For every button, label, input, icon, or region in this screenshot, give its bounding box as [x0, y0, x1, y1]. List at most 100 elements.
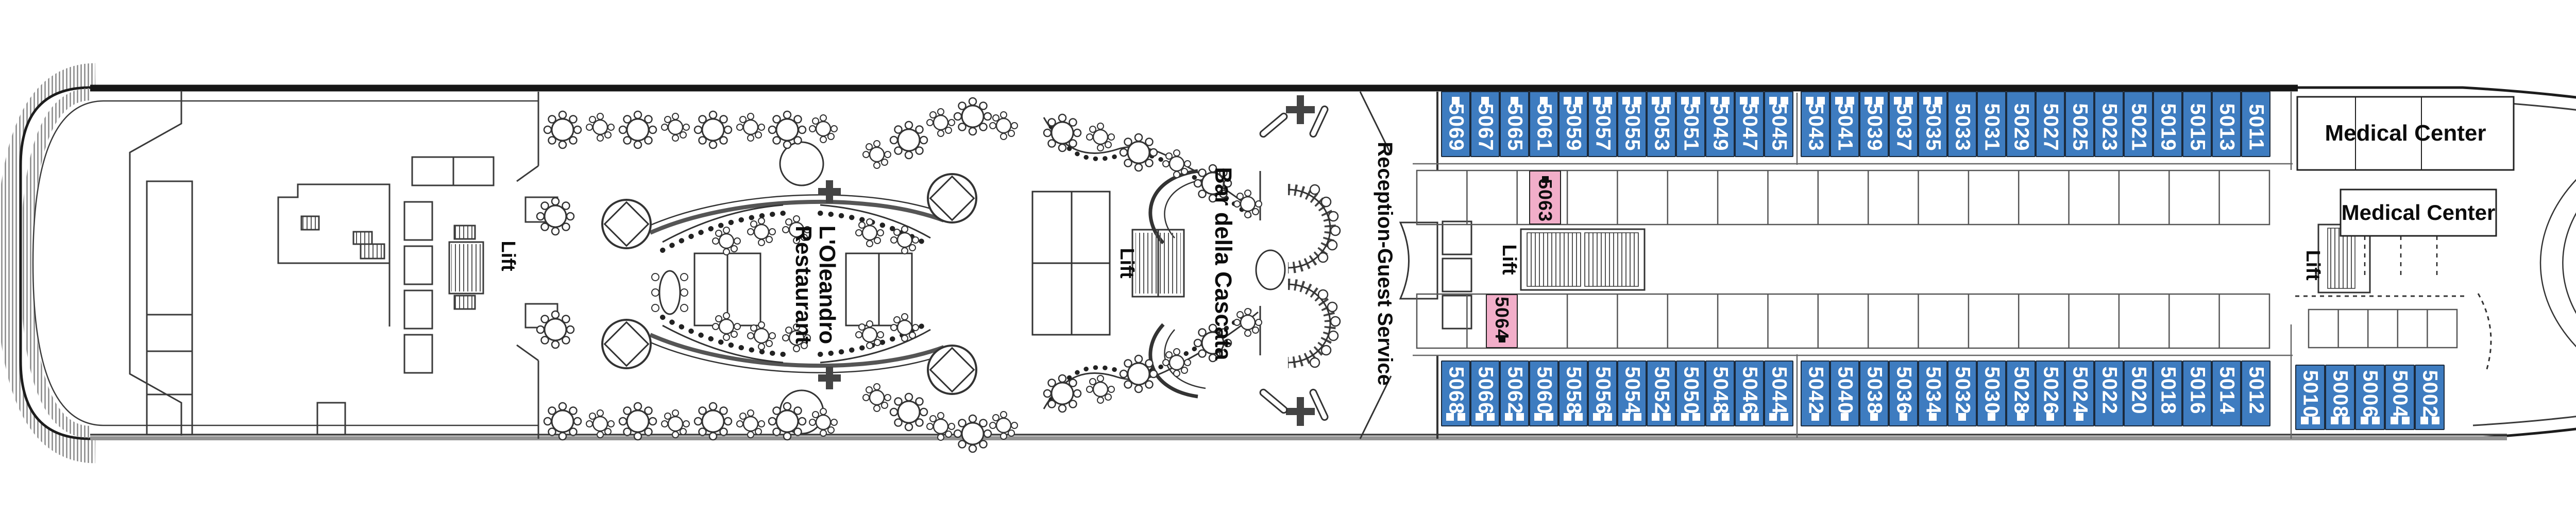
- cabin-5030[interactable]: 5030: [1977, 360, 2006, 426]
- lift-label-forward: Lift: [2301, 250, 2324, 281]
- cabin-5034[interactable]: 5034: [1918, 360, 1947, 426]
- cabin-5018[interactable]: 5018: [2153, 360, 2182, 426]
- cabin-5056[interactable]: 5056: [1588, 360, 1617, 426]
- medical-center-label-2: Medical Center: [2341, 200, 2496, 225]
- cabin-5025[interactable]: 5025: [2065, 91, 2094, 157]
- lift-label-midship: Lift: [1498, 244, 1520, 275]
- theatre-seating-arcs: [2539, 179, 2576, 348]
- cabin-number: 5013: [2215, 103, 2238, 151]
- cabin-5028[interactable]: 5028: [2006, 360, 2036, 426]
- restaurant-label-line1: L'Oleandro: [815, 225, 840, 345]
- cabin-5049[interactable]: 5049: [1705, 91, 1735, 157]
- cross-tables: [818, 180, 841, 389]
- berth-icons: [1919, 97, 1946, 105]
- cabin-5019[interactable]: 5019: [2153, 91, 2182, 157]
- cabin-5006[interactable]: 5006: [2355, 365, 2385, 430]
- cabin-5043[interactable]: 5043: [1801, 91, 1830, 157]
- berth-icons: [1978, 413, 2005, 421]
- cabin-5012[interactable]: 5012: [2241, 360, 2270, 426]
- cabin-5023[interactable]: 5023: [2094, 91, 2124, 157]
- cabin-number: 5025: [2069, 103, 2091, 151]
- cabin-5065[interactable]: 5065: [1500, 91, 1529, 157]
- cabin-5026[interactable]: 5026: [2036, 360, 2065, 426]
- berth-icons: [1765, 413, 1792, 421]
- cabin-5046[interactable]: 5046: [1735, 360, 1764, 426]
- cabin-5069[interactable]: 5069: [1441, 91, 1470, 157]
- cabin-number: 5018: [2157, 366, 2179, 415]
- stern-rooms: [129, 91, 558, 439]
- berth-icons: [1919, 413, 1946, 421]
- cabin-5014[interactable]: 5014: [2212, 360, 2241, 426]
- cabin-5021[interactable]: 5021: [2124, 91, 2153, 157]
- cabin-5068[interactable]: 5068: [1441, 360, 1470, 426]
- cabin-number: 5038: [1863, 366, 1886, 415]
- cabin-5002[interactable]: 5002: [2415, 365, 2445, 430]
- berth-icons: [1890, 97, 1917, 105]
- cabin-5047[interactable]: 5047: [1735, 91, 1764, 157]
- cabin-5057[interactable]: 5057: [1588, 91, 1617, 157]
- cabin-number: 5015: [2186, 103, 2209, 151]
- cabin-5067[interactable]: 5067: [1470, 91, 1500, 157]
- cabin-5036[interactable]: 5036: [1889, 360, 1918, 426]
- berth-icons: [1501, 413, 1528, 421]
- cabin-5038[interactable]: 5038: [1859, 360, 1889, 426]
- cabin-5016[interactable]: 5016: [2182, 360, 2212, 426]
- cabin-5015[interactable]: 5015: [2182, 91, 2212, 157]
- berth-icons: [1589, 97, 1616, 105]
- cabin-5022[interactable]: 5022: [2094, 360, 2124, 426]
- midship-stairs: [1520, 228, 1646, 291]
- cabin-5041[interactable]: 5041: [1830, 91, 1859, 157]
- cabin-5004[interactable]: 5004: [2385, 365, 2415, 430]
- cabin-5042[interactable]: 5042: [1801, 360, 1830, 426]
- cabin-5051[interactable]: 5051: [1676, 91, 1705, 157]
- cabin-5032[interactable]: 5032: [1947, 360, 1977, 426]
- cabin-5066[interactable]: 5066: [1470, 360, 1500, 426]
- cabin-5052[interactable]: 5052: [1647, 360, 1676, 426]
- cabin-5044[interactable]: 5044: [1764, 360, 1793, 426]
- cabin-number: 5041: [1834, 103, 1856, 151]
- berth-icons: [1677, 413, 1704, 421]
- cabin-5054[interactable]: 5054: [1617, 360, 1647, 426]
- cabin-number: 5069: [1445, 103, 1467, 151]
- cabin-5011[interactable]: 5011: [2241, 91, 2270, 157]
- cabin-5055[interactable]: 5055: [1617, 91, 1647, 157]
- cabin-5059[interactable]: 5059: [1558, 91, 1588, 157]
- cabin-number: 5011: [2245, 104, 2267, 151]
- cabin-5061[interactable]: 5061: [1529, 91, 1558, 157]
- cabin-5048[interactable]: 5048: [1705, 360, 1735, 426]
- cabin-5053[interactable]: 5053: [1647, 91, 1676, 157]
- cabin-5050[interactable]: 5050: [1676, 360, 1705, 426]
- cabin-5020[interactable]: 5020: [2124, 360, 2153, 426]
- cabin-5024[interactable]: 5024: [2065, 360, 2094, 426]
- plants: [1286, 95, 1315, 426]
- cabin-number: 5031: [1980, 103, 2003, 151]
- cabin-number: 5021: [2127, 103, 2150, 151]
- berth-icons: [2356, 417, 2384, 424]
- cabin-5039[interactable]: 5039: [1859, 91, 1889, 157]
- cabin-5008[interactable]: 5008: [2325, 365, 2355, 430]
- berth-icons: [1648, 413, 1675, 421]
- cabin-5058[interactable]: 5058: [1558, 360, 1588, 426]
- cabin-number: 5063: [1535, 178, 1556, 222]
- cabin-5013[interactable]: 5013: [2212, 91, 2241, 157]
- cabin-5029[interactable]: 5029: [2006, 91, 2036, 157]
- cabin-5037[interactable]: 5037: [1889, 91, 1918, 157]
- cabin-5045[interactable]: 5045: [1764, 91, 1793, 157]
- cabin-5035[interactable]: 5035: [1918, 91, 1947, 157]
- cabin-number: 5016: [2186, 366, 2209, 415]
- cabin-number: 5022: [2098, 366, 2121, 415]
- cabin-5027[interactable]: 5027: [2036, 91, 2065, 157]
- cabin-5010[interactable]: 5010: [2295, 365, 2325, 430]
- cabin-5031[interactable]: 5031: [1977, 91, 2006, 157]
- cabin-number: 5040: [1834, 366, 1856, 415]
- cabin-5062[interactable]: 5062: [1500, 360, 1529, 426]
- berth-icons: [1589, 413, 1616, 421]
- cabin-5064[interactable]: 5064: [1486, 294, 1518, 348]
- cabin-5063[interactable]: 5063: [1529, 170, 1561, 225]
- cabin-5060[interactable]: 5060: [1529, 360, 1558, 426]
- cabin-number: 5012: [2245, 366, 2267, 415]
- cabin-number: 5033: [1951, 103, 1974, 151]
- berth-icons: [2386, 417, 2414, 424]
- cabin-5040[interactable]: 5040: [1830, 360, 1859, 426]
- cabin-5033[interactable]: 5033: [1947, 91, 1977, 157]
